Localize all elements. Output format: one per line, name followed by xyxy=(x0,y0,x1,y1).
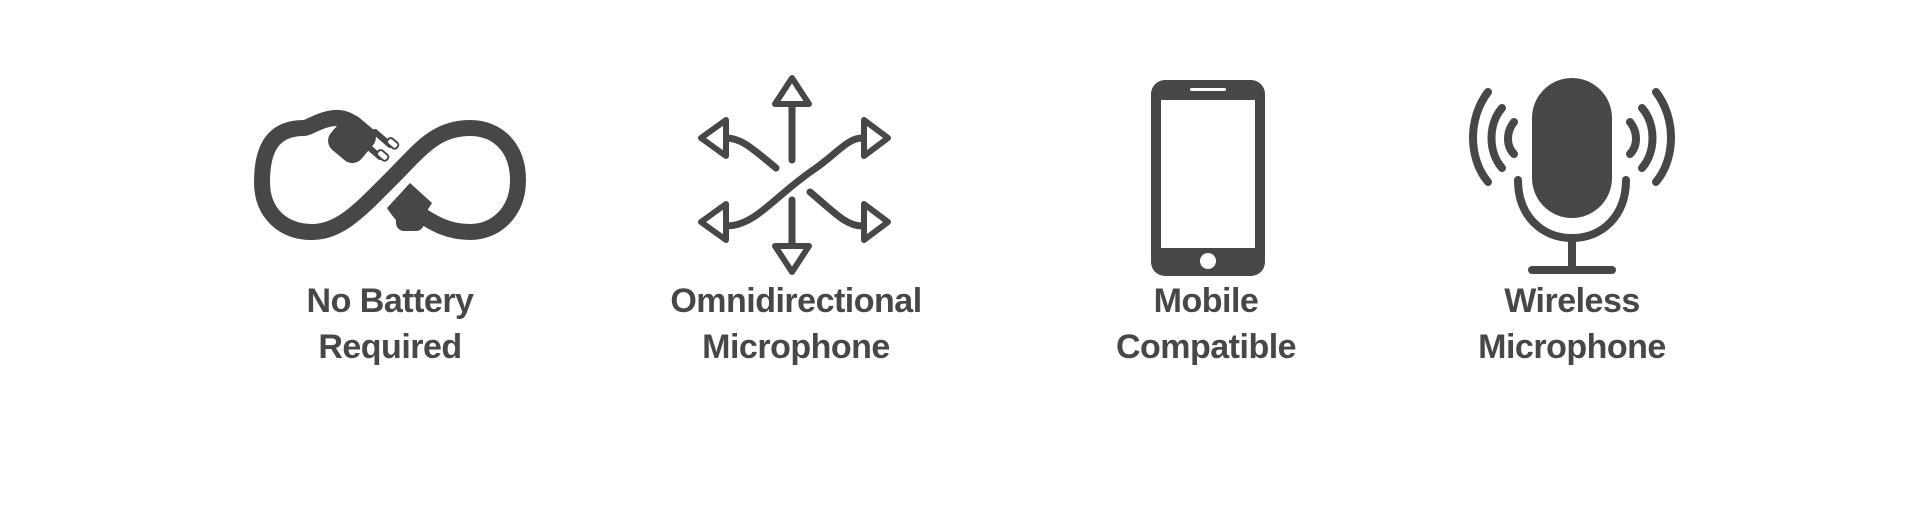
infinity-plug-icon xyxy=(254,109,526,240)
feature-no-battery: No Battery Required xyxy=(220,0,560,513)
smartphone-icon xyxy=(1151,80,1265,276)
feature-label-line1: Mobile xyxy=(1153,282,1259,320)
feature-label-line2: Required xyxy=(318,328,462,366)
omnidirectional-arrows-icon xyxy=(698,75,891,275)
feature-label: Mobile Compatible xyxy=(1036,278,1376,370)
feature-label-line2: Microphone xyxy=(1478,328,1666,366)
feature-label: Wireless Microphone xyxy=(1402,278,1742,370)
feature-mobile: Mobile Compatible xyxy=(1036,0,1376,513)
feature-label: No Battery Required xyxy=(220,278,560,370)
feature-label-line2: Microphone xyxy=(702,328,890,366)
feature-label-line1: Omnidirectional xyxy=(670,282,922,320)
feature-label: Omnidirectional Microphone xyxy=(626,278,966,370)
feature-omnidirectional: Omnidirectional Microphone xyxy=(626,0,966,513)
feature-wireless: Wireless Microphone xyxy=(1402,0,1742,513)
feature-label-line1: No Battery xyxy=(306,282,474,320)
wireless-microphone-icon xyxy=(1469,78,1675,274)
feature-label-line2: Compatible xyxy=(1115,328,1297,366)
feature-label-line1: Wireless xyxy=(1504,282,1640,320)
